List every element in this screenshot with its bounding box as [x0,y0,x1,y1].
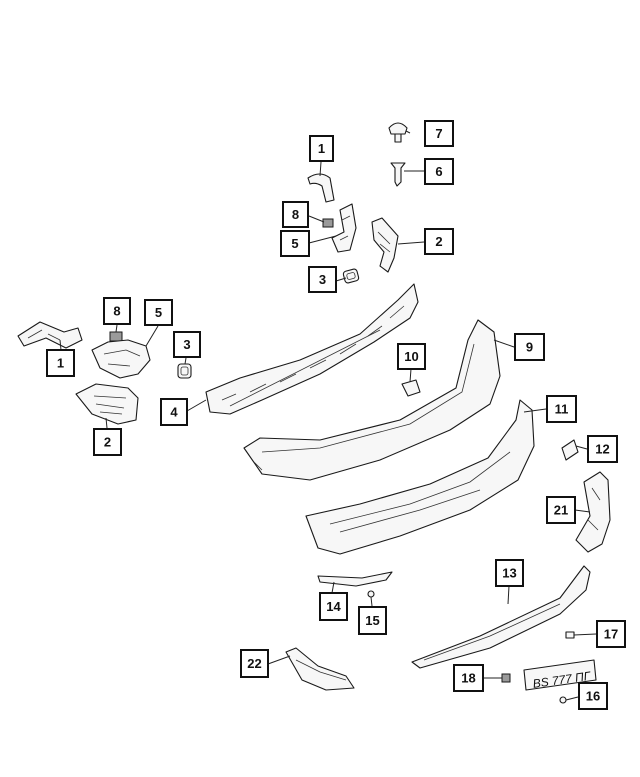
callout-1-lower: 1 [46,349,75,377]
part-22-corner-trim [285,647,355,691]
svg-text:22: 22 [247,656,261,671]
part-21-bracket [575,471,611,553]
callout-3-lower: 3 [173,331,201,358]
part-11-lower-fascia [305,399,535,555]
part-5-lower-bracket [91,339,151,379]
callout-16: 16 [578,682,608,710]
callout-18: 18 [453,664,484,692]
callout-15: 15 [358,606,387,635]
part-2-lower-bracket [75,383,139,425]
callout-5-upper: 5 [280,230,310,257]
callout-8-lower: 8 [103,297,131,325]
svg-text:15: 15 [365,613,379,628]
svg-text:9: 9 [526,340,533,355]
part-1-lower-bracket [17,321,83,349]
svg-text:18: 18 [461,671,475,686]
svg-text:11: 11 [555,402,569,417]
part-3-upper-gasket [342,268,360,284]
callout-8-upper: 8 [282,201,309,228]
svg-text:3: 3 [319,272,326,287]
svg-text:5: 5 [291,236,298,251]
svg-text:16: 16 [586,689,600,704]
svg-text:10: 10 [404,349,418,364]
callout-21: 21 [546,496,576,524]
svg-text:5: 5 [155,305,162,320]
svg-text:12: 12 [595,442,609,457]
callout-13: 13 [495,559,524,587]
part-15-fastener [367,590,375,598]
svg-text:3: 3 [183,337,190,352]
callout-2-upper: 2 [424,228,454,255]
part-3-lower-gasket [177,363,192,379]
callout-12: 12 [587,435,618,463]
svg-text:8: 8 [113,304,120,319]
callout-10: 10 [397,343,426,370]
part-1-upper-bracket [307,173,335,203]
part-13-lower-trim [411,565,591,669]
callout-5-lower: 5 [144,299,173,326]
svg-text:2: 2 [104,435,111,450]
callout-11: 11 [546,395,577,423]
svg-text:8: 8 [292,207,299,222]
part-18-nut [501,673,511,683]
callout-2-lower: 2 [93,428,122,456]
svg-text:13: 13 [502,566,516,581]
svg-text:7: 7 [435,126,442,141]
svg-text:6: 6 [435,164,442,179]
part-9-bumper-fascia [243,319,501,481]
callout-4: 4 [160,398,188,426]
svg-text:17: 17 [604,627,618,642]
part-2-upper-bracket [371,217,399,273]
part-5-upper-bracket [331,203,357,253]
callout-1-upper: 1 [309,135,334,162]
svg-text:2: 2 [435,234,442,249]
svg-text:1: 1 [57,356,64,371]
svg-text:4: 4 [170,405,178,420]
part-6-clip [390,162,406,187]
svg-text:21: 21 [554,503,568,518]
part-8-lower-clip [109,331,123,342]
part-7-push-pin [388,122,408,143]
part-12-trim [561,439,579,461]
leader-lines [59,130,597,701]
callout-3-upper: 3 [308,266,337,293]
callout-7: 7 [424,120,454,147]
callout-9: 9 [514,333,545,361]
part-10-bracket [401,379,421,397]
part-14-trim-strip [317,571,393,587]
svg-text:14: 14 [326,599,341,614]
callout-6: 6 [424,158,454,185]
part-17-screw [565,631,575,639]
svg-text:1: 1 [318,141,325,156]
part-8-upper-clip [322,218,334,228]
callout-17: 17 [596,620,626,648]
part-16-screw [559,696,567,704]
callout-22: 22 [240,649,269,678]
part-4-bumper-absorber [205,283,419,415]
callout-14: 14 [319,592,348,621]
